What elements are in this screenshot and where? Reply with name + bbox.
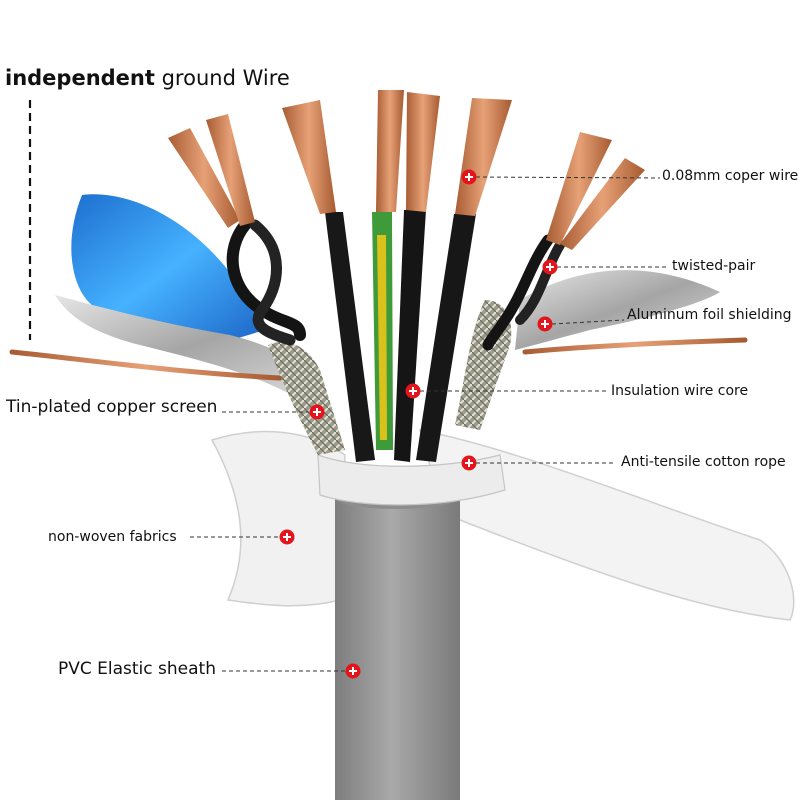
copper-bundle-4 (376, 90, 404, 212)
non-woven-fabric-left (210, 430, 346, 607)
copper-bundle-1 (168, 128, 240, 228)
braid-screen-left (268, 341, 345, 455)
silver-foil-left (55, 295, 320, 400)
blue-foil (71, 194, 265, 345)
label-tin-plated: Tin-plated copper screen (6, 397, 218, 417)
copper-bundle-8 (560, 158, 645, 250)
leader-aluminum-foil (551, 319, 625, 325)
twisted-pair-right-b (515, 240, 565, 325)
markers (279, 169, 558, 679)
marker-twisted-pair-icon (542, 259, 558, 275)
marker-tin-plated-icon (309, 404, 325, 420)
label-anti-tensile: Anti-tensile cotton rope (621, 454, 786, 470)
label-twisted-pair: twisted-pair (672, 258, 756, 274)
silver-foil-right (515, 270, 720, 350)
copper-drain-right (522, 337, 748, 355)
title-bold: independent (5, 66, 155, 90)
title-rest: ground Wire (154, 66, 290, 90)
marker-aluminum-foil-icon (537, 316, 553, 332)
marker-non-woven-icon (279, 529, 295, 545)
copper-drain-left (9, 349, 283, 381)
copper-bundle-2 (206, 114, 255, 226)
cotton-rope-wrap (317, 454, 506, 506)
copper-bundle-6 (455, 98, 512, 216)
marker-insulation-core-icon (405, 383, 421, 399)
twisted-pair-left-a (226, 219, 306, 341)
copper-bundle-7 (546, 132, 612, 245)
label-non-woven: non-woven fabrics (48, 529, 177, 545)
label-aluminum-foil: Aluminum foil shielding (627, 307, 792, 323)
title-ground-wire: independent ground Wire (5, 66, 290, 90)
core-black-3 (416, 214, 476, 462)
copper-bundle-3 (282, 100, 336, 214)
core-green-yellow-stripe (377, 235, 387, 440)
twisted-pair-left-b (249, 219, 296, 346)
marker-copper-wire-icon (461, 169, 477, 185)
twisted-pair-right-a (482, 234, 554, 351)
label-pvc-sheath: PVC Elastic sheath (58, 659, 216, 679)
core-black-1 (325, 212, 375, 462)
leader-copper-wire (475, 176, 661, 179)
label-copper-wire: 0.08mm coper wire (662, 168, 799, 184)
pvc-sheath-body (335, 495, 460, 800)
core-black-2 (394, 210, 426, 462)
marker-anti-tensile-icon (461, 455, 477, 471)
label-insulation-core: Insulation wire core (611, 383, 749, 399)
copper-bundle-5 (406, 92, 440, 212)
marker-pvc-sheath-icon (345, 663, 361, 679)
